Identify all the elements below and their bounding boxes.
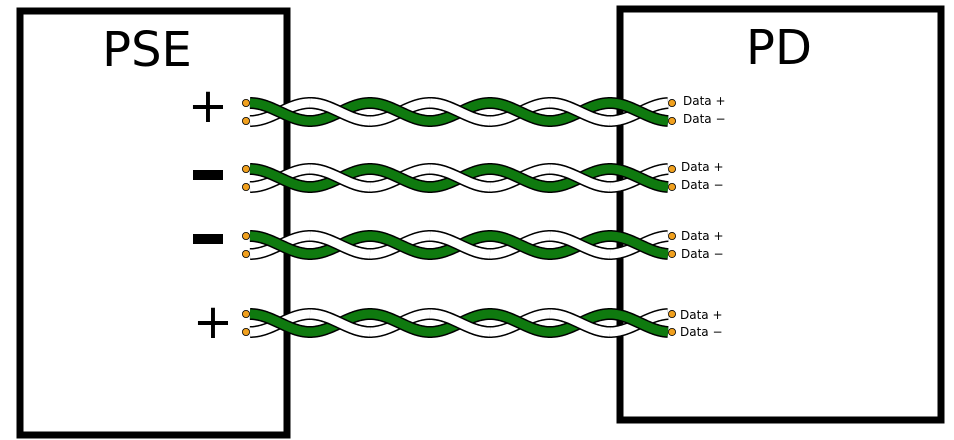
white-wire-over [307, 231, 373, 259]
conductor-tip [668, 249, 677, 258]
conductor-tip [668, 327, 677, 336]
data-labels: Data + Data − Data + Data − Data + Data … [680, 94, 726, 339]
white-wire-over [547, 164, 613, 192]
white-wire-over [427, 309, 493, 337]
conductor-tip [668, 310, 677, 319]
white-wire-over [307, 98, 373, 126]
pair-4-polarity: + [193, 294, 233, 350]
twisted-pair-cables [241, 97, 677, 338]
conductor-tip [668, 99, 677, 108]
pair-4-data-minus-label: Data − [680, 325, 723, 339]
conductor-tip [668, 165, 677, 174]
white-wire-over [547, 98, 613, 126]
conductor-tip [241, 309, 250, 318]
white-wire-over [307, 309, 373, 337]
pair-2-data-minus-label: Data − [681, 178, 724, 192]
conductor-tip [241, 99, 250, 108]
twisted-pair-2 [241, 163, 677, 193]
pse-box: PSE [16, 7, 291, 439]
white-wire-over [427, 164, 493, 192]
white-wire-over [547, 231, 613, 259]
pair-3-data-plus-label: Data + [681, 229, 724, 243]
conductor-tip [241, 231, 250, 240]
white-wire-over [307, 164, 373, 192]
pse-title: PSE [102, 22, 192, 78]
white-wire-over [427, 98, 493, 126]
pair-4-data-plus-label: Data + [680, 308, 723, 322]
conductor-tip [241, 249, 250, 258]
polarity-symbols: + + [188, 78, 233, 350]
conductor-tip [668, 182, 677, 191]
pair-2-polarity-bar [193, 170, 223, 180]
conductor-tip [241, 117, 250, 126]
pair-3-data-minus-label: Data − [681, 247, 724, 261]
twisted-pair-4 [241, 308, 677, 338]
pair-2-data-plus-label: Data + [681, 160, 724, 174]
pd-box: PD [616, 5, 945, 424]
conductor-tip [241, 182, 250, 191]
pd-title: PD [746, 20, 812, 76]
conductor-tip [241, 327, 250, 336]
white-wire-over [427, 231, 493, 259]
conductor-tip [668, 232, 677, 241]
pair-1-data-plus-label: Data + [683, 94, 726, 108]
pair-1-data-minus-label: Data − [683, 112, 726, 126]
conductor-tip [668, 116, 677, 125]
pair-3-polarity-bar [193, 234, 223, 244]
twisted-pair-1 [241, 97, 677, 127]
conductor-tip [241, 164, 250, 173]
pair-1-polarity: + [188, 78, 228, 134]
twisted-pair-3 [241, 230, 677, 260]
white-wire-over [547, 309, 613, 337]
